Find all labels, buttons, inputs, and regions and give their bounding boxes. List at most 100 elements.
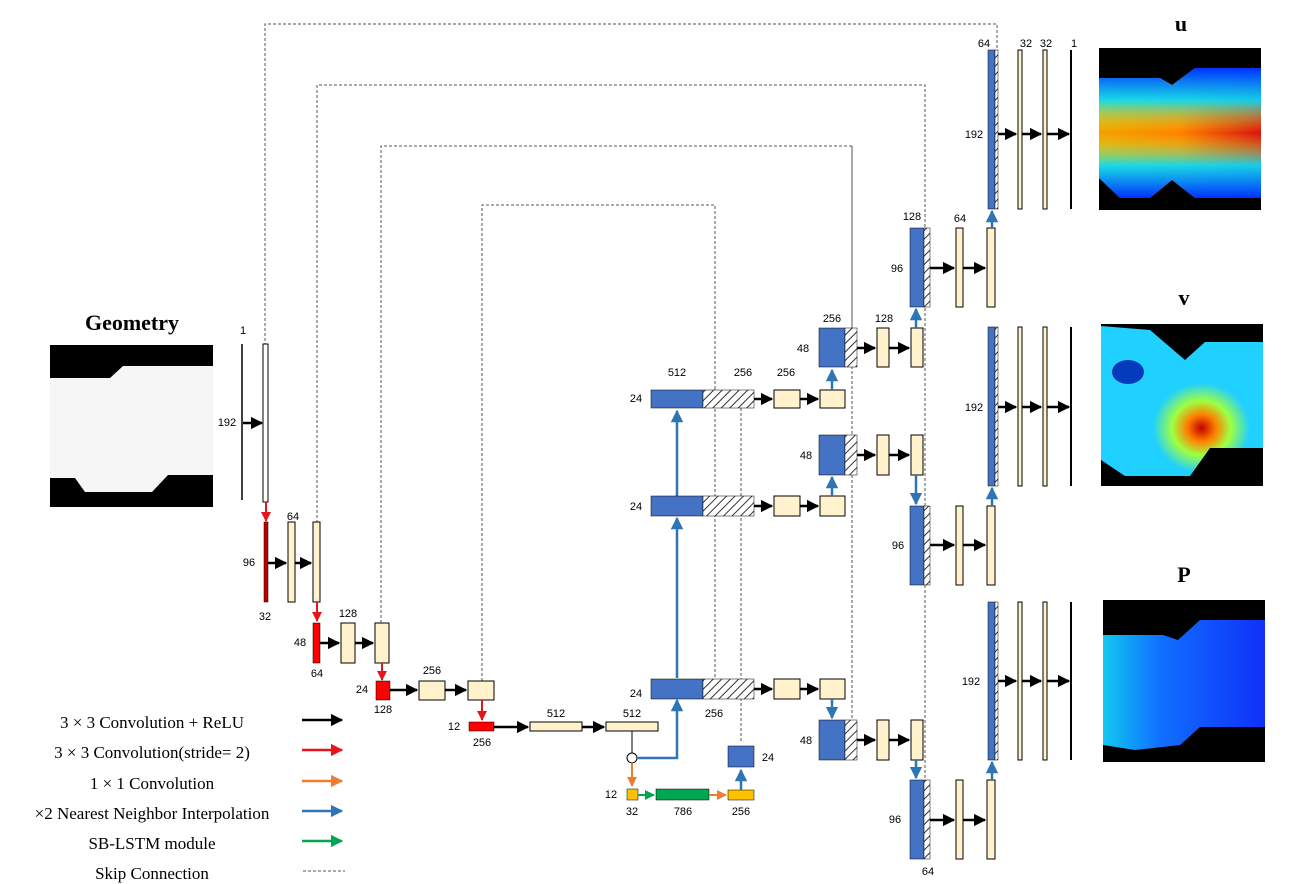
label: 192 — [965, 129, 983, 141]
skip-concat-block — [994, 601, 999, 761]
feature-block — [1042, 326, 1048, 487]
label: 32 — [259, 611, 271, 623]
feature-block — [773, 389, 801, 409]
skip-concat-block — [844, 719, 858, 761]
feature-block — [374, 622, 390, 664]
skip-2 — [316, 84, 926, 523]
legend: 3 × 3 Convolution + ReLU 3 × 3 Convoluti… — [35, 713, 345, 883]
feature-block — [876, 327, 890, 368]
label: 32 — [1020, 38, 1032, 50]
label: 192 — [962, 676, 980, 688]
feature-block — [773, 495, 801, 517]
legend-conv-stride: 3 × 3 Convolution(stride= 2) — [54, 743, 250, 762]
feature-block — [955, 227, 964, 308]
encoder-block — [375, 680, 391, 701]
label: 256 — [732, 806, 750, 818]
u-title: u — [1175, 11, 1187, 36]
label: 12 — [448, 721, 460, 733]
feature-block — [819, 495, 846, 517]
label: 512 — [623, 708, 641, 720]
legend-sb-lstm: SB-LSTM module — [88, 834, 215, 853]
label: 12 — [605, 789, 617, 801]
feature-block — [287, 521, 296, 603]
label: 512 — [668, 367, 686, 379]
decoder-block — [909, 779, 925, 860]
label: 64 — [978, 38, 990, 50]
skip-concat-block — [702, 389, 755, 409]
decoder-block — [909, 227, 925, 308]
label: 1 — [240, 325, 246, 337]
legend-skip: Skip Connection — [95, 864, 209, 883]
label: 48 — [797, 343, 809, 355]
label: 1 — [1071, 38, 1077, 50]
feature-block — [529, 721, 583, 732]
feature-block — [986, 227, 996, 308]
feature-block — [986, 505, 996, 586]
decoder-block — [650, 678, 704, 700]
feature-block — [1042, 49, 1048, 210]
label: 96 — [889, 814, 901, 826]
feature-block — [312, 521, 321, 603]
feature-block — [876, 719, 890, 761]
label: 48 — [294, 637, 306, 649]
label: 192 — [965, 402, 983, 414]
label: 64 — [311, 668, 323, 680]
label: 96 — [892, 540, 904, 552]
label: 96 — [891, 263, 903, 275]
label: 24 — [356, 684, 368, 696]
p-field-image — [1103, 600, 1265, 762]
skip-concat-block — [923, 227, 931, 308]
branch-node — [626, 752, 638, 764]
encoder-block — [263, 521, 269, 603]
encoder-block — [468, 721, 495, 732]
label: 256 — [705, 708, 723, 720]
feature-block — [1017, 326, 1023, 487]
label: 256 — [823, 313, 841, 325]
p-title: P — [1177, 562, 1190, 587]
label: 48 — [800, 735, 812, 747]
skip-concat-block — [702, 495, 755, 517]
feature-block — [773, 678, 801, 700]
v-field-image — [1101, 324, 1263, 486]
skip-3 — [380, 145, 853, 623]
feature-block — [1042, 601, 1048, 761]
label: 32 — [1040, 38, 1052, 50]
label: 256 — [423, 665, 441, 677]
feature-block — [955, 779, 964, 860]
decoder-block — [818, 327, 846, 368]
skip-concat-block — [702, 678, 755, 700]
geometry-image — [50, 345, 213, 507]
v-title: v — [1179, 285, 1190, 310]
lstm-block — [655, 788, 710, 801]
label: 256 — [777, 367, 795, 379]
label: 128 — [374, 704, 392, 716]
label: 128 — [339, 608, 357, 620]
skip-concat-block — [994, 49, 999, 210]
label: 48 — [800, 450, 812, 462]
feature-block — [910, 434, 924, 476]
label: 256 — [734, 367, 752, 379]
decoder-block — [818, 434, 846, 476]
label: 96 — [243, 557, 255, 569]
label: 64 — [922, 866, 934, 878]
feature-block — [986, 779, 996, 860]
feature-block — [418, 680, 446, 701]
feature-block — [819, 678, 846, 700]
skip-concat-block — [923, 779, 931, 860]
geometry-title: Geometry — [85, 310, 179, 335]
label: 32 — [626, 806, 638, 818]
label: 128 — [875, 313, 893, 325]
feature-block — [1017, 49, 1023, 210]
label: 256 — [473, 737, 491, 749]
feature-block — [955, 505, 964, 586]
skip-concat-block — [923, 505, 931, 586]
decoder-block — [818, 719, 846, 761]
feature-block — [910, 327, 924, 368]
upsample-arrow — [637, 698, 684, 760]
decoder-block — [909, 505, 925, 586]
legend-conv-relu: 3 × 3 Convolution + ReLU — [60, 713, 244, 732]
feature-block — [605, 721, 659, 732]
label: 128 — [903, 211, 921, 223]
input-feature — [262, 343, 269, 503]
